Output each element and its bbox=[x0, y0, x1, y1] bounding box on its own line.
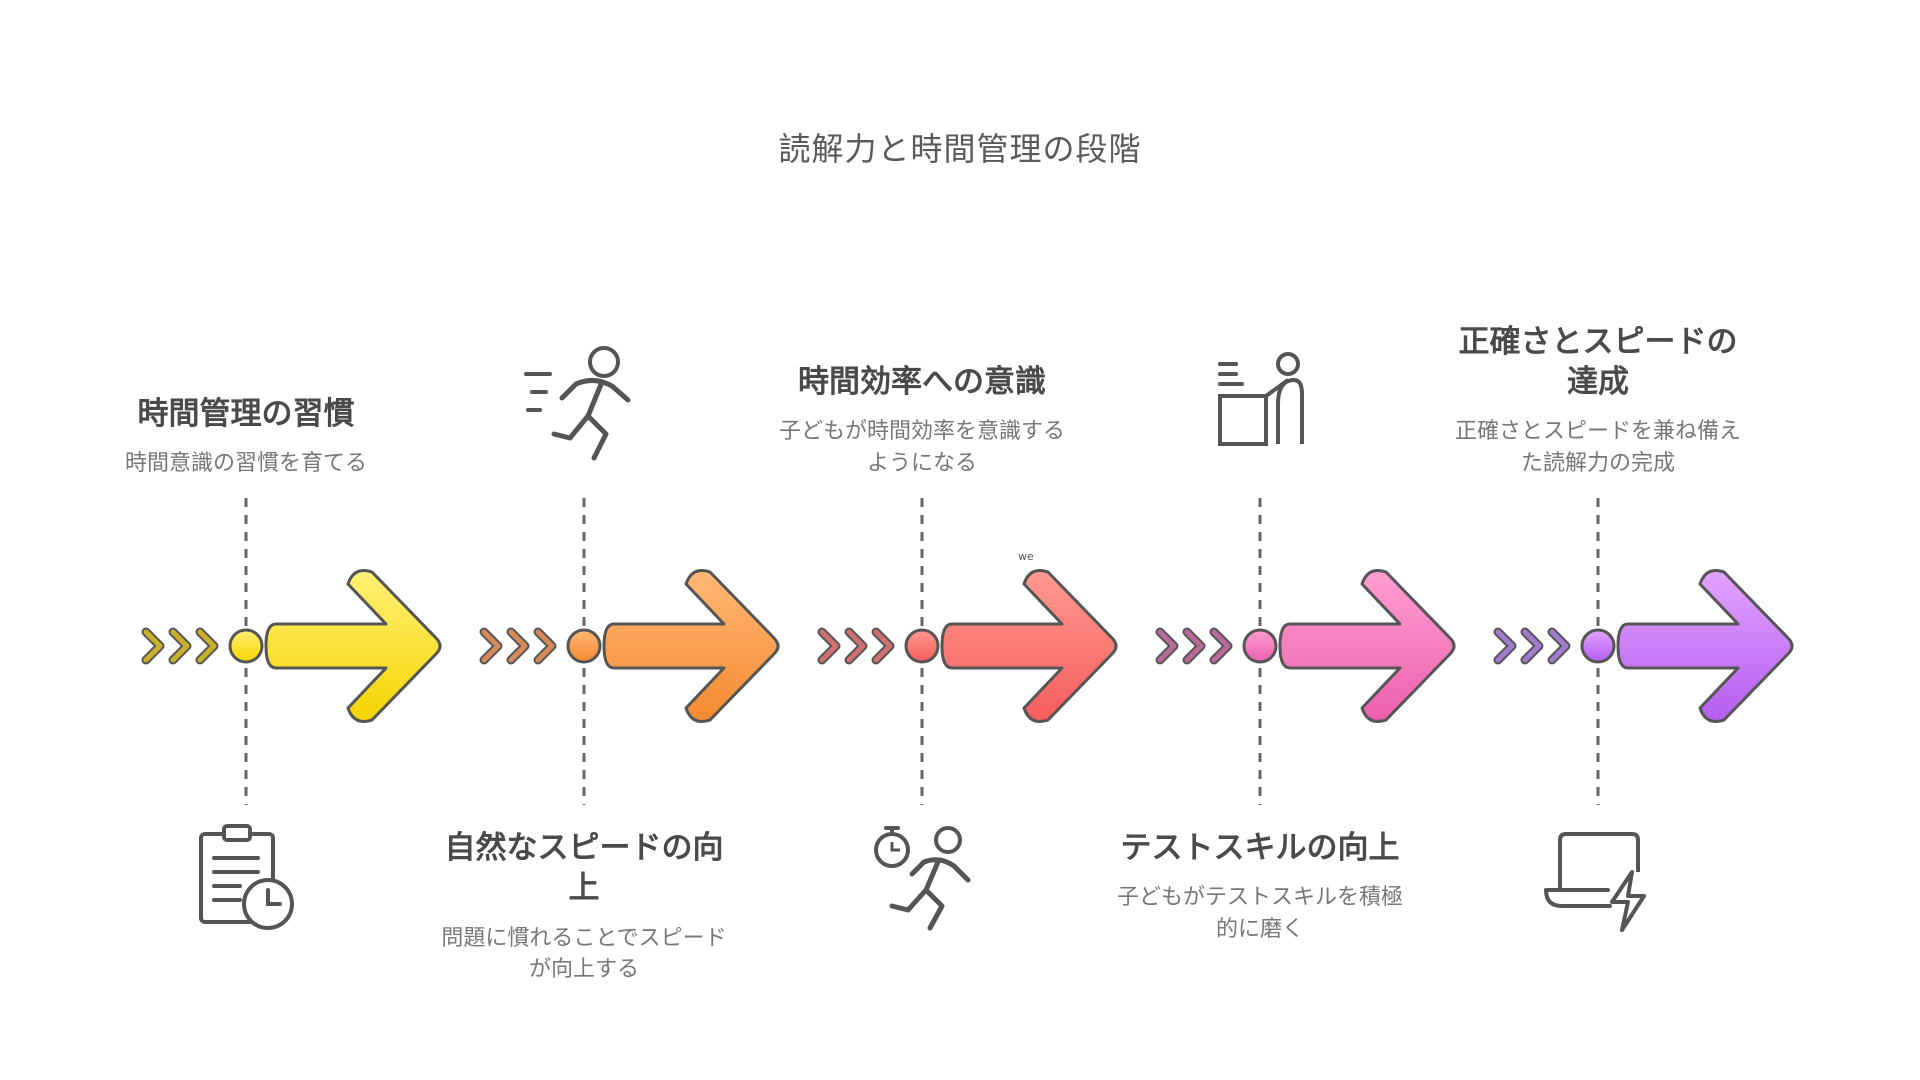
stage-title: 時間効率への意識 bbox=[798, 363, 1046, 400]
stage-chevrons bbox=[141, 627, 219, 665]
stage-arrow bbox=[264, 569, 442, 723]
running-person-speed-icon bbox=[524, 346, 631, 461]
stage-description: 子どもが時間効率を意識するようになる bbox=[778, 419, 1065, 477]
stage-description: 子どもがテストスキルを積極的に磨く bbox=[1116, 885, 1403, 943]
stage-title: テストスキルの向上 bbox=[1120, 830, 1400, 866]
stage-title: 時間管理の習慣 bbox=[137, 395, 355, 432]
person-at-desk-icon bbox=[1218, 352, 1304, 446]
laptop-lightning-icon bbox=[1544, 832, 1646, 932]
stage-node bbox=[228, 628, 264, 664]
stage-arrow bbox=[602, 569, 780, 723]
clipboard-clock-icon bbox=[199, 824, 294, 930]
stage-node bbox=[1242, 628, 1278, 664]
stage-text-block: テストスキルの向上子どもがテストスキルを積極的に磨く bbox=[1110, 828, 1410, 946]
stage-text-block: 時間効率への意識子どもが時間効率を意識するようになる bbox=[772, 362, 1072, 480]
stage-title: 正確さとスピードの達成 bbox=[1458, 323, 1738, 400]
stopwatch-runner-icon bbox=[874, 826, 971, 931]
watermark-text: we bbox=[1018, 550, 1034, 563]
stage-arrow bbox=[1278, 569, 1456, 723]
diagram-title: 読解力と時間管理の段階 bbox=[778, 130, 1142, 168]
stage-node bbox=[1580, 628, 1616, 664]
stage-text-block: 時間管理の習慣時間意識の習慣を育てる bbox=[96, 394, 396, 480]
stage-text-block: 正確さとスピードの達成正確さとスピードを兼ね備えた読解力の完成 bbox=[1448, 322, 1748, 480]
stage-description: 正確さとスピードを兼ね備えた読解力の完成 bbox=[1454, 419, 1741, 477]
stage-chevrons bbox=[1493, 627, 1571, 665]
stage-description: 問題に慣れることでスピードが向上する bbox=[441, 925, 727, 983]
stage-description: 時間意識の習慣を育てる bbox=[124, 451, 367, 477]
stage-chevrons bbox=[817, 627, 895, 665]
stage-text-block: 自然なスピードの向上問題に慣れることでスピードが向上する bbox=[434, 828, 734, 986]
stage-title: 自然なスピードの向上 bbox=[444, 830, 724, 907]
stage-chevrons bbox=[479, 627, 557, 665]
stage-node bbox=[566, 628, 602, 664]
stage-arrow bbox=[1616, 569, 1794, 723]
stage-chevrons bbox=[1155, 627, 1233, 665]
stage-arrow bbox=[940, 569, 1118, 723]
stage-node bbox=[904, 628, 940, 664]
